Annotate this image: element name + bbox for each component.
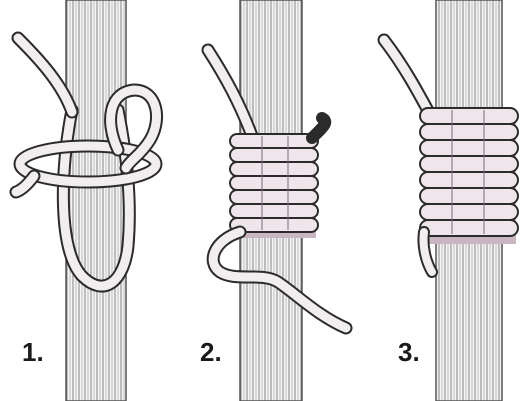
pole-1 [66,0,126,401]
step-2-label: 2. [200,339,222,365]
step-1-label: 1. [22,339,44,365]
rope-wraps [230,134,318,238]
rope-wraps [420,108,518,244]
rope-top-loop [312,118,325,138]
step-2-illustration [208,0,346,401]
step-3-label: 3. [398,339,420,365]
